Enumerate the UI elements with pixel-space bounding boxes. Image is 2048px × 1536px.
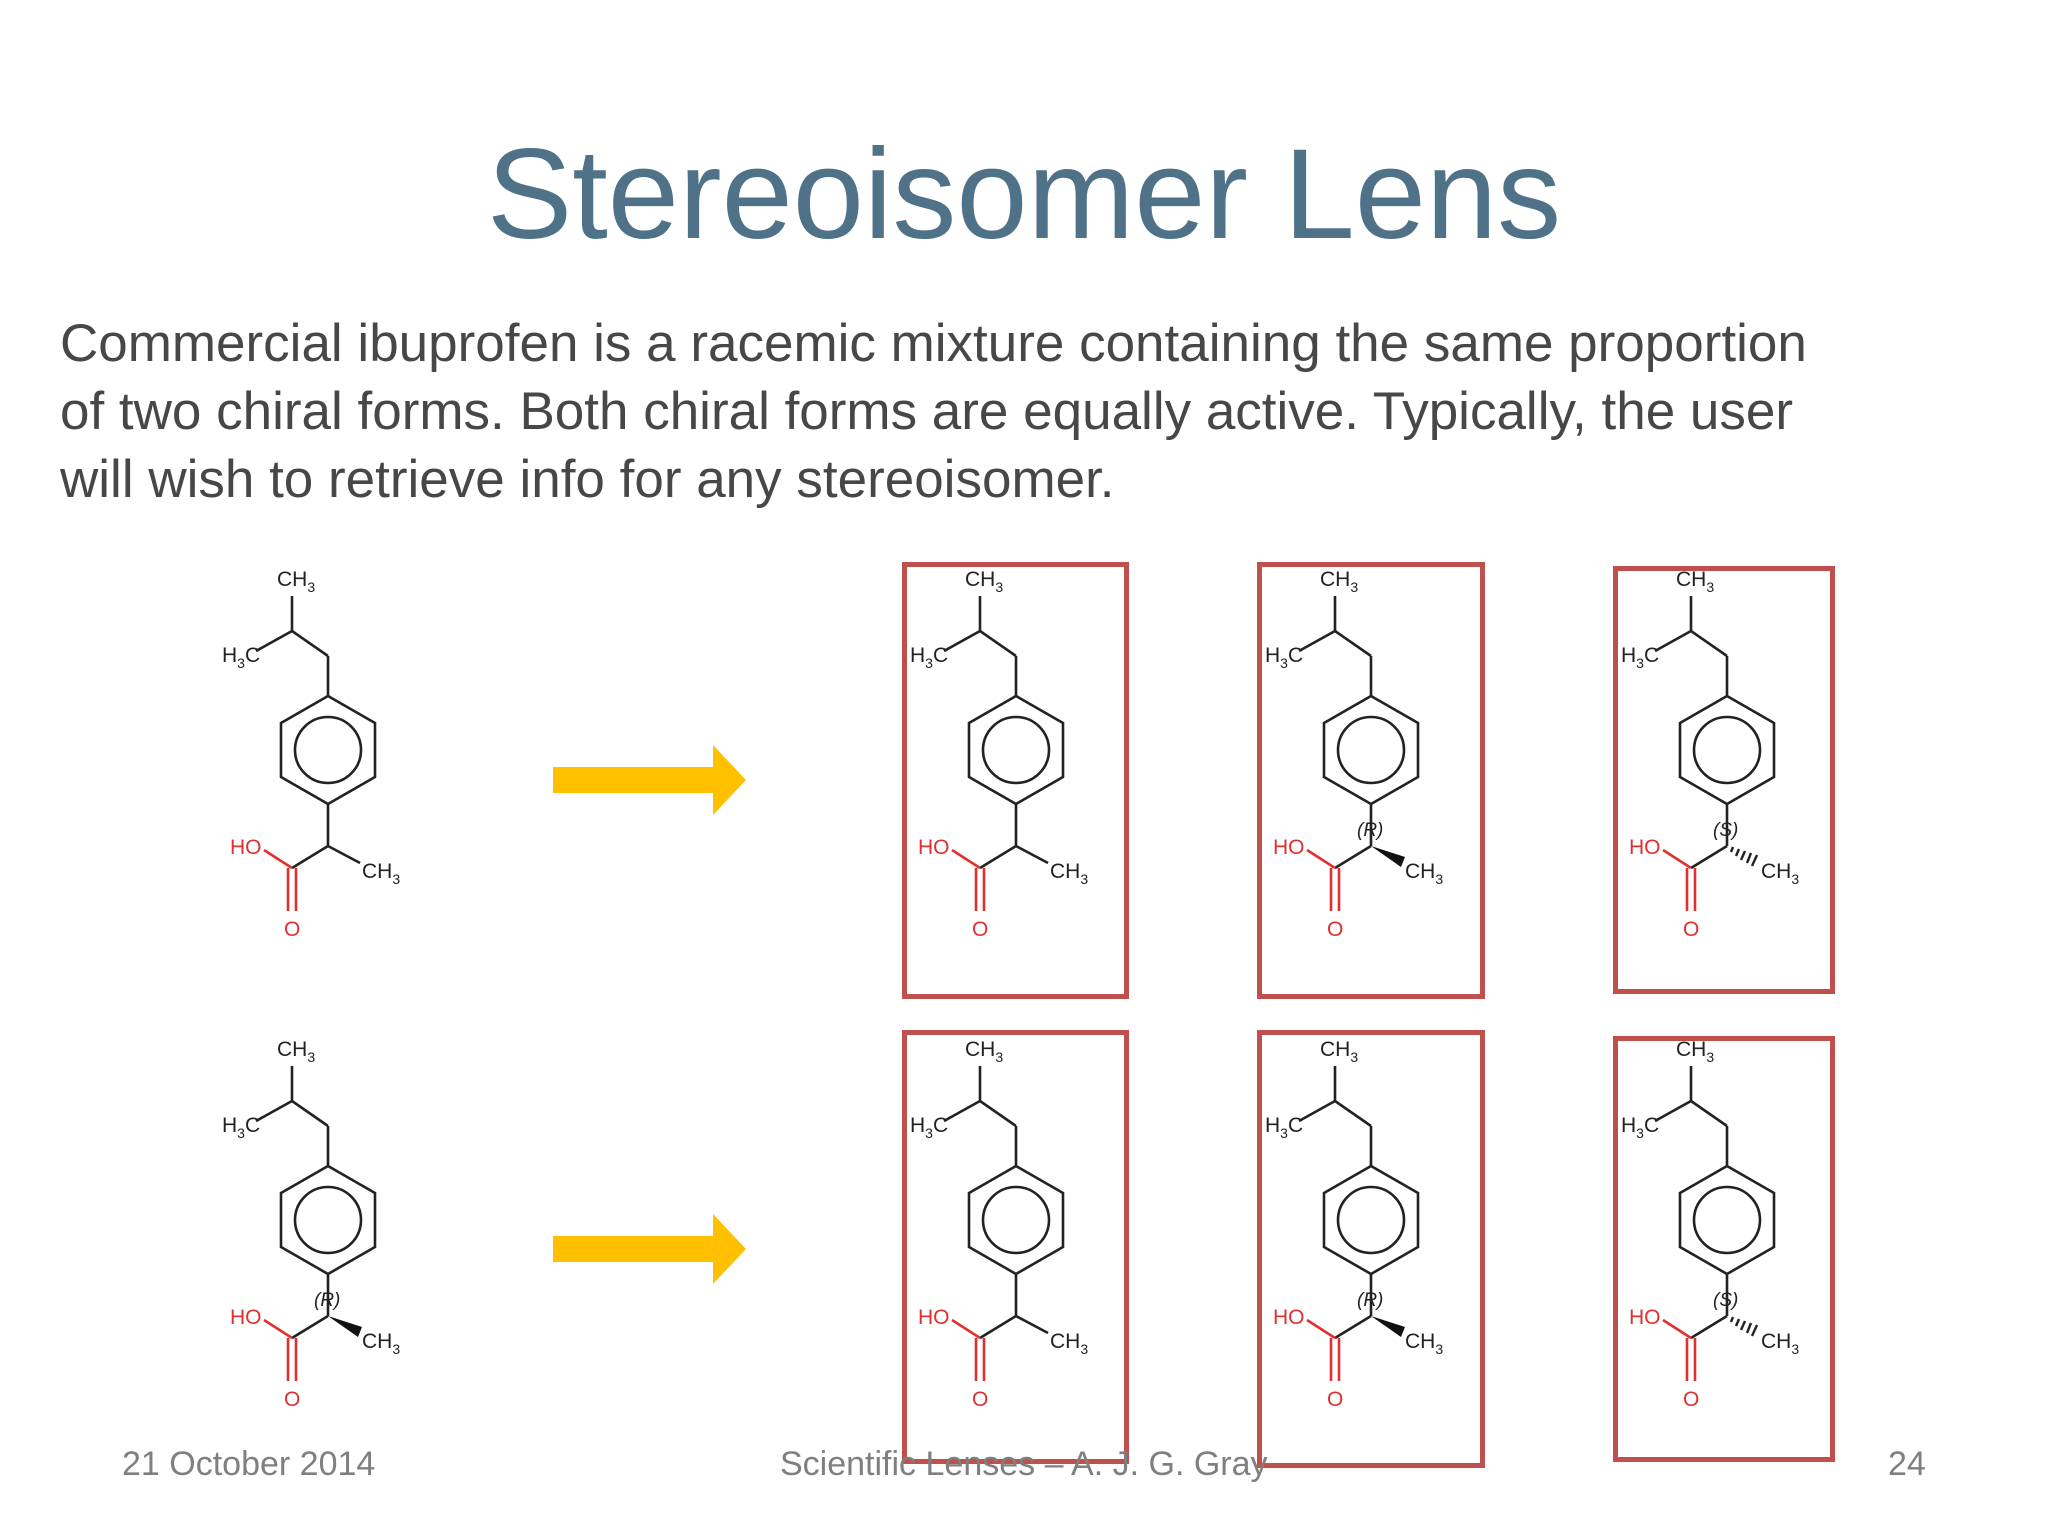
input-molecule-racemic: CH3 H3C CH3 HO O <box>222 566 522 986</box>
body-line-1: Commercial ibuprofen is a racemic mixtur… <box>60 314 1807 373</box>
arrow-right-icon <box>553 745 753 815</box>
output-molecule-s: CH3 H3C CH3 HO O (S) <box>1621 1036 1921 1456</box>
output-molecule-racemic: CH3 H3C CH3 HO O <box>910 1036 1210 1456</box>
svg-text:CH3: CH3 <box>1761 1330 1799 1357</box>
svg-text:(R): (R) <box>314 1290 340 1311</box>
svg-text:HO: HO <box>230 836 262 859</box>
svg-text:CH3: CH3 <box>1320 1038 1358 1065</box>
result-box <box>902 562 1129 999</box>
svg-text:CH3: CH3 <box>1405 860 1443 887</box>
body-line-2: of two chiral forms. Both chiral forms a… <box>60 382 1794 441</box>
output-molecule-racemic: CH3 H3C CH3 HO O <box>910 566 1210 986</box>
svg-text:O: O <box>1327 1388 1343 1411</box>
svg-text:CH3: CH3 <box>1050 860 1088 887</box>
ibuprofen-structure-drawing: CH3 H3C CH3 HO O <box>222 568 400 941</box>
svg-text:CH3: CH3 <box>1050 1330 1088 1357</box>
svg-text:CH3: CH3 <box>965 568 1003 595</box>
svg-text:H3C: H3C <box>910 1114 948 1141</box>
svg-text:(S): (S) <box>1713 1290 1738 1311</box>
svg-text:HO: HO <box>230 1306 262 1329</box>
svg-text:O: O <box>1683 1388 1699 1411</box>
ibuprofen-structure-drawing: CH3 H3C CH3 HO O (S) <box>1621 568 1799 941</box>
result-box <box>1613 566 1835 994</box>
svg-text:CH3: CH3 <box>1405 1330 1443 1357</box>
svg-text:CH3: CH3 <box>965 1038 1003 1065</box>
ibuprofen-structure-drawing: CH3 H3C CH3 HO O (S) <box>1621 1038 1799 1411</box>
svg-text:(R): (R) <box>1357 820 1383 841</box>
svg-text:O: O <box>1327 918 1343 941</box>
svg-text:H3C: H3C <box>1621 1114 1659 1141</box>
body-line-3: will wish to retrieve info for any stere… <box>60 450 1115 509</box>
svg-text:(R): (R) <box>1357 1290 1383 1311</box>
arrow-right-icon <box>553 1214 753 1284</box>
svg-text:O: O <box>284 918 300 941</box>
svg-text:H3C: H3C <box>1621 644 1659 671</box>
slide-title: Stereoisomer Lens <box>486 123 1562 266</box>
slide-body: Commercial ibuprofen is a racemic mixtur… <box>60 310 2010 514</box>
svg-text:CH3: CH3 <box>362 860 400 887</box>
svg-text:H3C: H3C <box>1265 644 1303 671</box>
footer-date: 21 October 2014 <box>122 1445 376 1483</box>
svg-text:CH3: CH3 <box>1761 860 1799 887</box>
result-box <box>1257 562 1485 999</box>
footer-page-number: 24 <box>1888 1445 1926 1483</box>
ibuprofen-structure-drawing: CH3 H3C CH3 HO O (R) <box>1265 568 1443 941</box>
svg-text:CH3: CH3 <box>1676 1038 1714 1065</box>
svg-text:H3C: H3C <box>222 644 260 671</box>
svg-text:CH3: CH3 <box>277 1038 315 1065</box>
output-molecule-r: CH3 H3C CH3 HO O (R) <box>1265 566 1565 986</box>
svg-text:O: O <box>1683 918 1699 941</box>
svg-text:H3C: H3C <box>910 644 948 671</box>
ibuprofen-structure-drawing: CH3 H3C CH3 HO O (R) <box>222 1038 400 1411</box>
result-box <box>902 1030 1129 1464</box>
svg-text:HO: HO <box>1273 836 1305 859</box>
ibuprofen-structure-drawing: CH3 H3C CH3 HO O <box>910 568 1088 941</box>
svg-text:O: O <box>972 1388 988 1411</box>
svg-text:O: O <box>972 918 988 941</box>
svg-text:H3C: H3C <box>222 1114 260 1141</box>
svg-text:CH3: CH3 <box>277 568 315 595</box>
result-box <box>1257 1030 1485 1468</box>
svg-text:HO: HO <box>1629 1306 1661 1329</box>
svg-text:H3C: H3C <box>1265 1114 1303 1141</box>
svg-text:O: O <box>284 1388 300 1411</box>
svg-text:CH3: CH3 <box>1676 568 1714 595</box>
footer-author: Scientific Lenses – A. J. G. Gray <box>780 1445 1268 1483</box>
ibuprofen-structure-drawing: CH3 H3C CH3 HO O (R) <box>1265 1038 1443 1411</box>
input-molecule-r: CH3 H3C CH3 HO O (R) <box>222 1036 522 1456</box>
svg-text:HO: HO <box>918 836 950 859</box>
svg-text:HO: HO <box>918 1306 950 1329</box>
result-box <box>1613 1036 1835 1462</box>
svg-text:HO: HO <box>1273 1306 1305 1329</box>
svg-text:(S): (S) <box>1713 820 1738 841</box>
svg-text:HO: HO <box>1629 836 1661 859</box>
svg-text:CH3: CH3 <box>362 1330 400 1357</box>
ibuprofen-structure-drawing: CH3 H3C CH3 HO O <box>910 1038 1088 1411</box>
svg-text:CH3: CH3 <box>1320 568 1358 595</box>
output-molecule-s: CH3 H3C CH3 HO O (S) <box>1621 566 1921 986</box>
output-molecule-r: CH3 H3C CH3 HO O (R) <box>1265 1036 1565 1456</box>
